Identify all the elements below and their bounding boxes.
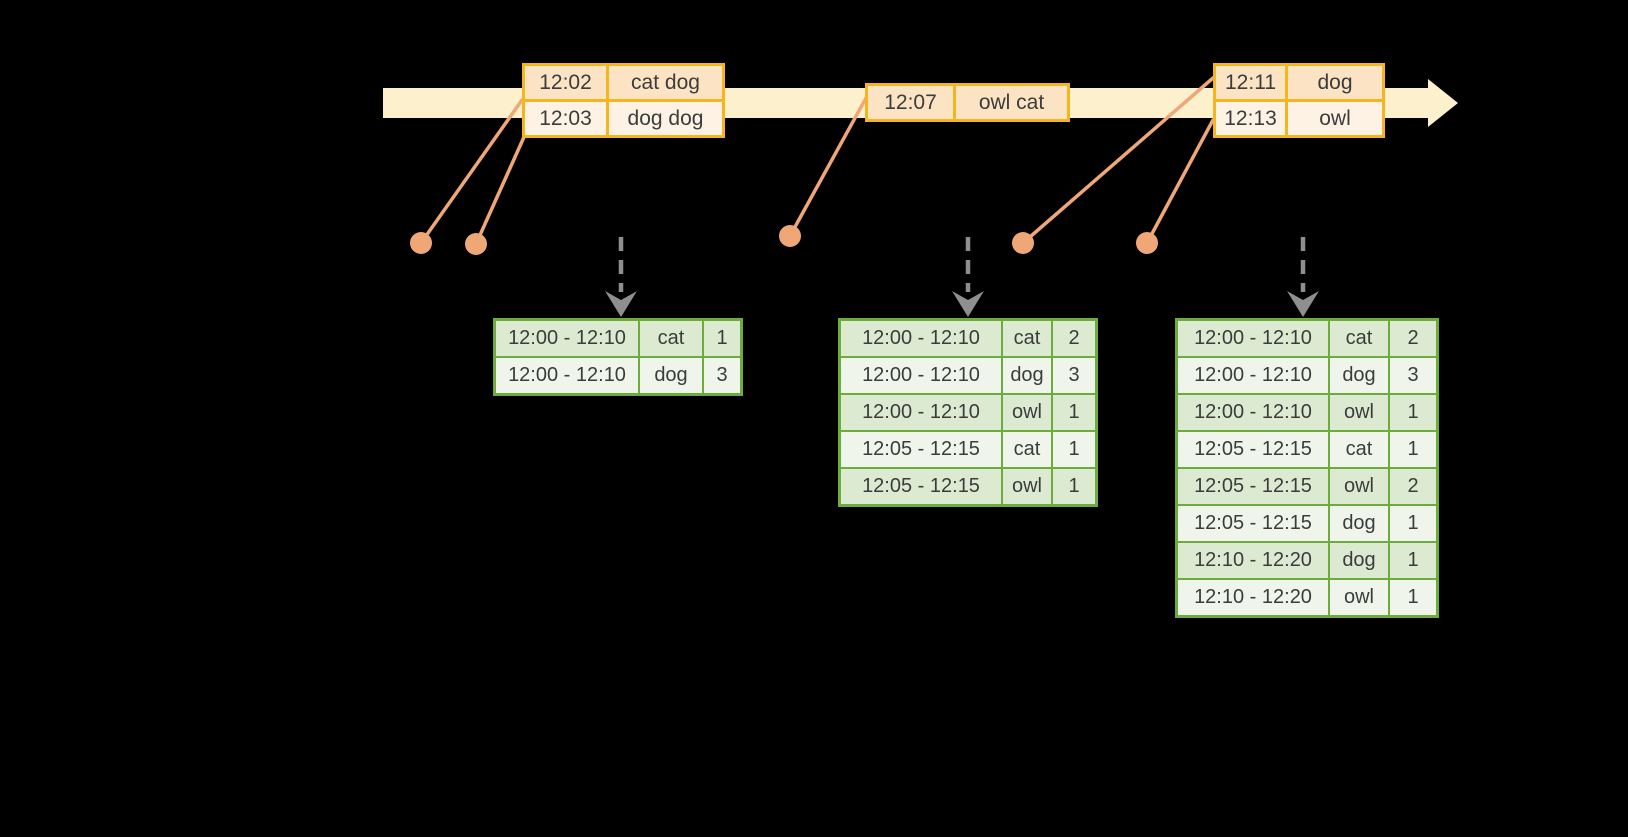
word-cell: cat <box>1003 321 1051 356</box>
word-cell: dog <box>1330 543 1388 578</box>
words-cell: dog dog <box>609 102 722 135</box>
event-dot-4 <box>1012 232 1034 254</box>
window-cell: 12:05 - 12:15 <box>841 432 1001 467</box>
window-cell: 12:05 - 12:15 <box>841 469 1001 504</box>
word-cell: dog <box>1330 358 1388 393</box>
window-cell: 12:05 - 12:15 <box>1178 506 1328 541</box>
trigger-arrowhead-icon-1 <box>605 291 637 317</box>
word-cell: dog <box>1330 506 1388 541</box>
count-cell: 1 <box>1053 432 1095 467</box>
connector-line-1 <box>419 98 524 245</box>
event-dot-2 <box>465 233 487 255</box>
count-cell: 1 <box>1390 432 1436 467</box>
word-cell: owl <box>1330 580 1388 615</box>
connector-line-3 <box>788 96 868 238</box>
trigger-arrowhead-icon-3 <box>1287 291 1319 317</box>
connector-line-4 <box>1021 76 1215 245</box>
time-cell: 12:03 <box>525 102 606 135</box>
time-cell: 12:13 <box>1216 102 1285 135</box>
window-cell: 12:00 - 12:10 <box>841 395 1001 430</box>
window-cell: 12:00 - 12:10 <box>841 321 1001 356</box>
event-dot-3 <box>779 225 801 247</box>
connector-line-5 <box>1145 118 1215 245</box>
window-cell: 12:10 - 12:20 <box>1178 580 1328 615</box>
count-cell: 1 <box>1053 395 1095 430</box>
time-cell: 12:07 <box>868 86 953 119</box>
count-cell: 3 <box>1390 358 1436 393</box>
word-cell: owl <box>1003 395 1051 430</box>
count-cell: 1 <box>1053 469 1095 504</box>
event-timeline-arrowhead-icon <box>1428 79 1458 127</box>
count-cell: 1 <box>1390 543 1436 578</box>
word-cell: owl <box>1330 395 1388 430</box>
word-cell: dog <box>640 358 702 393</box>
count-cell: 1 <box>1390 506 1436 541</box>
words-cell: owl <box>1288 102 1382 135</box>
word-cell: cat <box>1330 321 1388 356</box>
word-cell: cat <box>1003 432 1051 467</box>
event-dot-1 <box>410 232 432 254</box>
word-cell: dog <box>1003 358 1051 393</box>
event-dot-5 <box>1136 232 1158 254</box>
window-cell: 12:00 - 12:10 <box>496 321 638 356</box>
count-cell: 1 <box>704 321 740 356</box>
window-cell: 12:00 - 12:10 <box>1178 395 1328 430</box>
count-cell: 1 <box>1390 580 1436 615</box>
word-cell: owl <box>1003 469 1051 504</box>
count-cell: 1 <box>1390 395 1436 430</box>
window-cell: 12:10 - 12:20 <box>1178 543 1328 578</box>
window-cell: 12:05 - 12:15 <box>1178 432 1328 467</box>
window-cell: 12:00 - 12:10 <box>496 358 638 393</box>
time-cell: 12:02 <box>525 66 606 99</box>
word-cell: cat <box>1330 432 1388 467</box>
count-cell: 2 <box>1390 321 1436 356</box>
trigger-arrowhead-icon-2 <box>952 291 984 317</box>
words-cell: dog <box>1288 66 1382 99</box>
count-cell: 2 <box>1390 469 1436 504</box>
count-cell: 3 <box>1053 358 1095 393</box>
word-cell: cat <box>640 321 702 356</box>
window-cell: 12:00 - 12:10 <box>1178 358 1328 393</box>
word-cell: owl <box>1330 469 1388 504</box>
connector-line-2 <box>474 135 526 246</box>
window-cell: 12:00 - 12:10 <box>1178 321 1328 356</box>
words-cell: owl cat <box>956 86 1067 119</box>
window-cell: 12:05 - 12:15 <box>1178 469 1328 504</box>
time-cell: 12:11 <box>1216 66 1285 99</box>
words-cell: cat dog <box>609 66 722 99</box>
count-cell: 3 <box>704 358 740 393</box>
window-cell: 12:00 - 12:10 <box>841 358 1001 393</box>
count-cell: 2 <box>1053 321 1095 356</box>
